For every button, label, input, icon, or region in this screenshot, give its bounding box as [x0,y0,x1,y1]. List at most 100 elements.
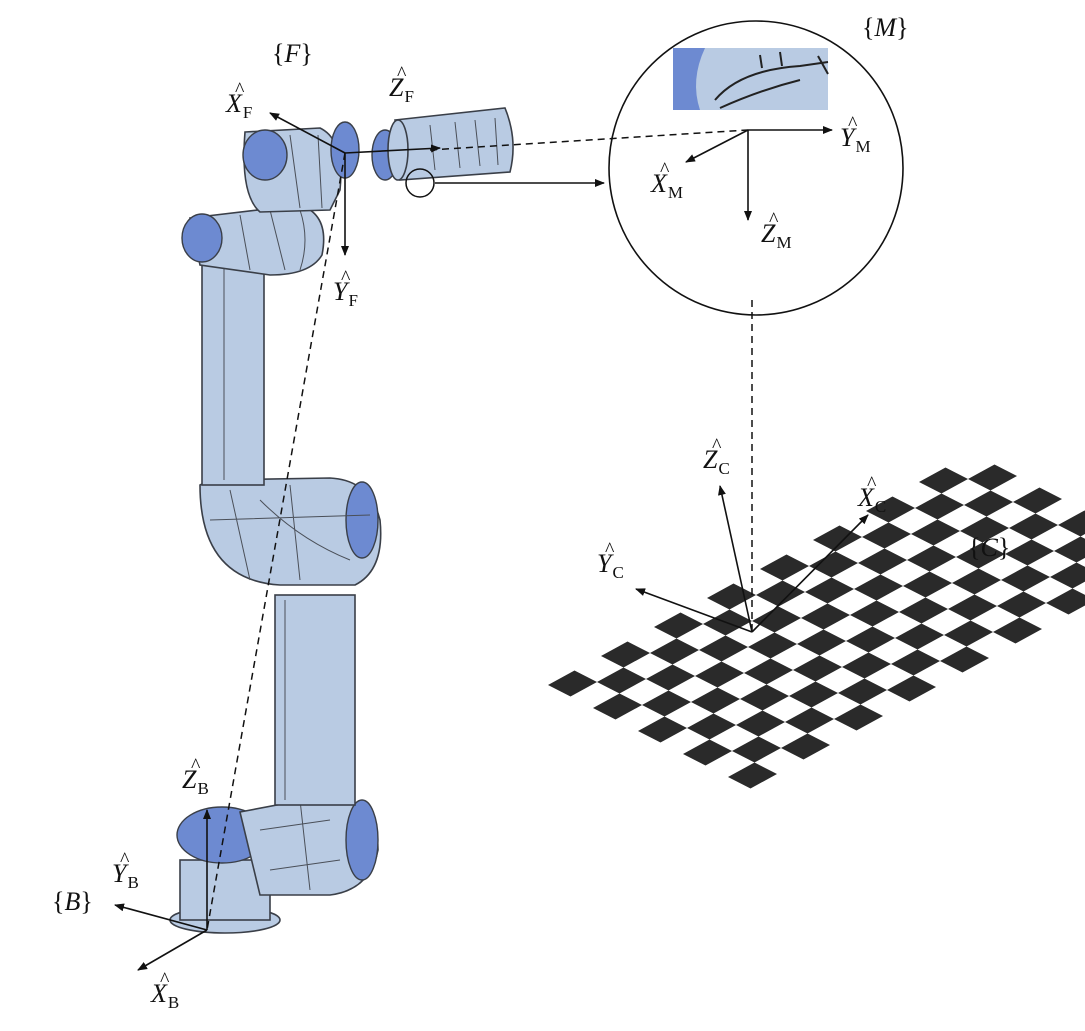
checkerboard-square [781,733,830,760]
checkerboard-square [646,664,695,691]
checkerboard-square [895,623,944,650]
checkerboard-square [993,617,1042,644]
svg-text:^: ^ [660,159,670,181]
checkerboard-square [601,641,650,668]
checkerboard-square [732,736,781,763]
magnified-detail [673,48,829,110]
axis-label-XB: ^ XB [150,969,179,1012]
frame-label-M: {M} [862,13,909,42]
checkerboard-square [728,762,777,789]
frame-label-C: {C} [968,533,1010,562]
checkerboard-square [748,632,797,659]
axis-ZF-arrow [344,144,441,154]
robot-wrist-2-cap [242,129,288,181]
checkerboard-square [797,629,846,656]
axis-label-XC: ^ XC [857,473,886,516]
axis-XF-arrow [269,112,346,154]
axis-label-ZF: ^ ZF [389,63,414,106]
checkerboard-square [968,464,1017,491]
checkerboard-square [1054,536,1085,563]
axis-XC-arrow [751,514,869,633]
checkerboard-square [740,684,789,711]
checkerboard-square [809,551,858,578]
robot-shoulder-cap [345,799,379,881]
checkerboard-square [866,496,915,523]
checkerboard-square [891,649,940,676]
magnified-view-circle [608,20,904,316]
checkerboard-square [793,655,842,682]
svg-text:^: ^ [120,849,130,871]
robot-arm [169,107,514,934]
checkerboard-square [915,493,964,520]
checkerboard-square [1046,588,1085,615]
frame-label-B: {B} [52,887,93,916]
checkerboard-square [838,678,887,705]
checkerboard-square [785,707,834,734]
checkerboard-square [834,704,883,731]
axis-XB-arrow [137,929,208,971]
robot-tool-camera [394,107,514,181]
checkerboard-square [903,571,952,598]
checkerboard-square [548,670,597,697]
svg-text:^: ^ [712,435,722,457]
axis-label-ZB: ^ ZB [182,755,209,798]
axis-label-YC: ^ YC [597,539,624,582]
checkerboard-square [707,583,756,610]
axis-ZC-arrow [718,485,753,633]
svg-text:XC: XC [857,483,886,516]
axis-YB-arrow [114,903,208,931]
axis-label-XM: ^ XM [650,159,683,202]
svg-text:^: ^ [397,63,407,85]
axis-label-YF: ^ YF [333,267,358,310]
checkerboard-square [899,597,948,624]
checkerboard-square [850,600,899,627]
checkerboard-square [756,580,805,607]
checkerboard-square [752,606,801,633]
checkerboard-square [597,667,646,694]
checkerboard-square [940,646,989,673]
checkerboard-square [842,652,891,679]
checkerboard-square [691,687,740,714]
svg-text:^: ^ [160,969,170,991]
checkerboard-square [956,542,1005,569]
checkerboard-square [813,525,862,552]
checkerboard-square [736,710,785,737]
checkerboard-square [944,620,993,647]
checkerboard-square [650,638,699,665]
robot-wrist-1-cap [181,213,223,263]
checkerboard-square [1058,510,1085,537]
axis-YC-arrow [635,588,753,633]
checkerboard-square [1005,539,1054,566]
robot-lower-link [274,594,356,806]
svg-text:^: ^ [867,473,877,495]
svg-text:YB: YB [112,859,139,892]
checkerboard-square [919,467,968,494]
robot-upper-link [201,259,265,486]
checkerboard-square [744,658,793,685]
checkerboard-square [654,612,703,639]
checkerboard-square [854,574,903,601]
checkerboard-square [907,545,956,572]
dashed-link-F-to-M [429,129,749,151]
svg-text:ZF: ZF [389,73,414,106]
checkerboard-square [593,693,642,720]
svg-text:^: ^ [769,209,779,231]
checkerboard-square [948,594,997,621]
checkerboard-square [858,548,907,575]
checkerboard-square [964,490,1013,517]
checkerboard-square [862,522,911,549]
svg-text:XB: XB [150,979,179,1012]
svg-text:YM: YM [840,123,871,156]
checkerboard-square [760,554,809,581]
svg-text:^: ^ [605,539,615,561]
frame-C-axes [635,485,869,633]
checkerboard-square [1050,562,1085,589]
checkerboard-square [887,675,936,702]
frame-F-axes [269,112,441,256]
checkerboard-square [805,577,854,604]
svg-text:XM: XM [650,169,683,202]
checkerboard-square [1001,565,1050,592]
axis-label-YB: ^ YB [112,849,139,892]
